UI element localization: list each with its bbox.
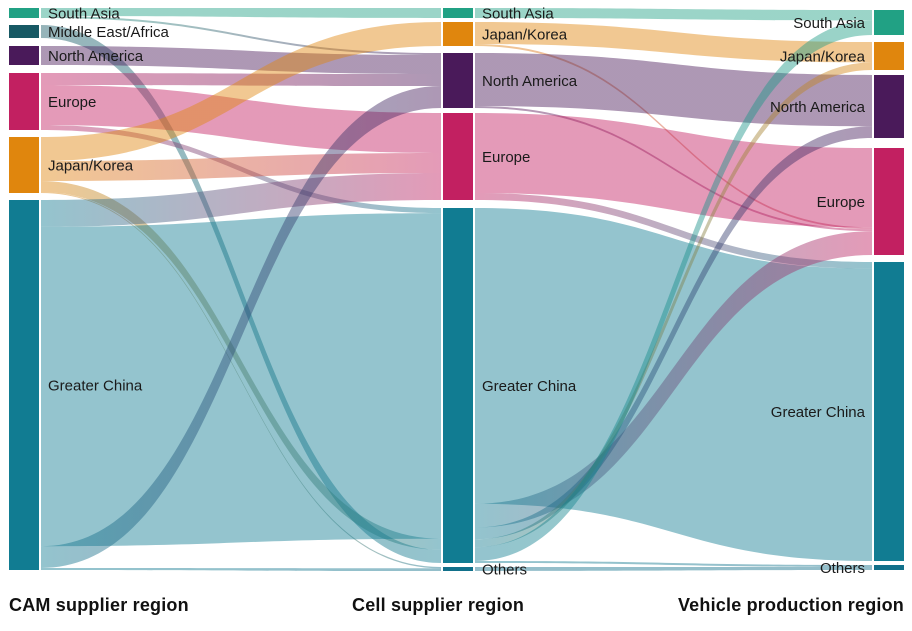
flow-cell-greater-china-to-vehicle-others [475,561,872,567]
flow-cell-others-to-vehicle-others [475,567,872,571]
node-cam-greater-china [9,200,39,570]
node-label-cam-middle-east-africa: Middle East/Africa [48,24,170,41]
flow-cell-greater-china-to-vehicle-japan-korea [475,62,872,548]
node-cell-europe [443,113,473,200]
flow-cell-greater-china-to-vehicle-south-asia [475,20,872,561]
node-label-cam-south-asia: South Asia [48,6,120,23]
node-cam-middle-east-africa [9,25,39,38]
node-vehicle-others [874,565,904,570]
node-label-cell-north-america: North America [482,73,578,90]
node-vehicle-greater-china [874,262,904,561]
node-vehicle-north-america [874,75,904,138]
node-label-cell-greater-china: Greater China [482,378,577,395]
node-vehicle-south-asia [874,10,904,35]
node-label-vehicle-greater-china: Greater China [771,404,866,421]
node-label-cam-japan-korea: Japan/Korea [48,158,134,175]
node-cell-japan-korea [443,22,473,46]
node-cell-others [443,567,473,571]
node-label-cam-greater-china: Greater China [48,378,143,395]
node-cell-north-america [443,53,473,108]
flow-cell-greater-china-to-vehicle-europe [475,231,872,528]
node-label-cell-south-asia: South Asia [482,6,554,23]
flow-cell-europe-to-vehicle-greater-china [475,193,872,269]
node-cell-south-asia [443,8,473,18]
node-label-cam-north-america: North America [48,48,144,65]
flow-cam-north-america-to-cell-north-america [41,46,441,74]
node-label-cell-europe: Europe [482,149,530,166]
node-vehicle-europe [874,148,904,255]
node-label-vehicle-north-america: North America [770,99,866,116]
node-label-vehicle-japan-korea: Japan/Korea [780,49,866,66]
flow-cell-north-america-to-vehicle-north-america [475,53,872,127]
node-cam-north-america [9,46,39,65]
flow-cam-japan-korea-to-cell-japan-korea [41,22,441,161]
flow-cam-south-asia-to-cell-south-asia [41,8,441,18]
node-label-vehicle-south-asia: South Asia [793,15,865,32]
flow-cam-japan-korea-to-cell-europe [41,153,441,181]
flow-cell-japan-korea-to-vehicle-japan-korea [475,22,872,63]
flow-cell-greater-china-to-vehicle-north-america [475,126,872,540]
column-title-cell-supplier-region: Cell supplier region [352,595,525,615]
flow-cell-south-asia-to-vehicle-south-asia [475,8,872,21]
node-cam-japan-korea [9,137,39,193]
flow-cam-greater-china-to-cell-europe [41,173,441,227]
node-label-cam-europe: Europe [48,94,96,111]
node-vehicle-japan-korea [874,42,904,70]
node-label-vehicle-others: Others [820,560,865,577]
node-cam-europe [9,73,39,130]
flow-cell-europe-to-vehicle-europe [475,113,872,228]
flow-cam-greater-china-to-cell-north-america [41,86,441,568]
flow-cam-greater-china-to-cell-greater-china [41,213,441,547]
node-label-cell-others: Others [482,562,527,579]
node-cam-south-asia [9,8,39,18]
node-label-cell-japan-korea: Japan/Korea [482,27,568,44]
node-cell-greater-china [443,208,473,563]
column-title-cam-supplier-region: CAM supplier region [9,595,189,615]
flow-cam-greater-china-to-cell-others [41,568,441,571]
node-label-vehicle-europe: Europe [817,194,865,211]
flow-cam-south-asia-to-cell-north-america [41,16,441,55]
column-title-vehicle-production-region: Vehicle production region [677,595,904,615]
